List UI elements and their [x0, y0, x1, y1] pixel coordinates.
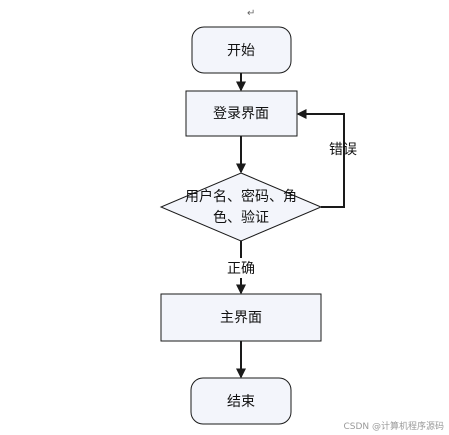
end-node-shape [190, 377, 292, 425]
decision-node-label-line1: 用户名、密码、角 [185, 188, 297, 205]
paragraph-mark: ↵ [247, 8, 255, 19]
start-node-label: 开始 [227, 43, 255, 59]
login-node: 登录界面 [185, 90, 298, 137]
end-node-label: 结束 [227, 394, 255, 410]
main-node-label: 主界面 [220, 310, 262, 326]
start-node: 开始 [191, 26, 292, 74]
decision-node-label-line2: 色、验证 [213, 209, 269, 226]
edge-correct-label-bg [224, 258, 258, 278]
csdn-watermark: CSDN @计算机程序源码 [343, 420, 444, 432]
main-node-shape [160, 293, 322, 342]
decision-node: 用户名、密码、角 色、验证 [159, 172, 323, 242]
decision-node-shape [159, 172, 323, 242]
edge-decision-error-loop [296, 109, 345, 208]
main-node: 主界面 [160, 293, 322, 342]
edge-error-label: 错误 [329, 142, 357, 158]
end-node: 结束 [190, 377, 292, 425]
edge-correct-label: 正确 [227, 261, 255, 277]
login-node-label: 登录界面 [213, 106, 269, 122]
login-node-shape [185, 90, 298, 137]
